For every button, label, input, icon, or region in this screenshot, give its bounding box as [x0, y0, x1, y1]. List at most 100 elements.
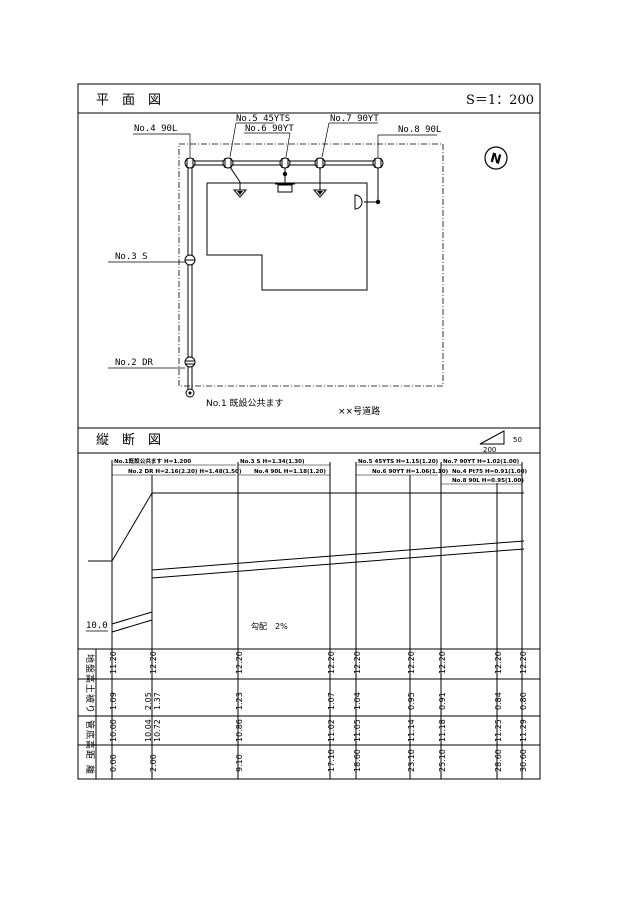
building-outline [206, 182, 368, 291]
table-cell: 11.02 [327, 719, 336, 742]
manhole-no8 [372, 157, 384, 169]
table-cell: 1.07 [327, 692, 336, 710]
table-cell: 12.20 [327, 651, 336, 674]
table-cell: 0.84 [494, 692, 503, 710]
svg-text:地盤高: 地盤高 [84, 654, 96, 684]
north-arrow-icon: N [484, 146, 508, 170]
manhole-no5 [222, 157, 234, 169]
station-lines [111, 460, 523, 779]
row-cover-values: 1.09 2.05 1.37 1.23 1.07 1.04 0.95 0.91 … [109, 692, 528, 710]
table-cell: 10.86 [235, 719, 244, 742]
junction-dot [282, 171, 288, 177]
slope-run: 200 [483, 446, 496, 454]
table-cell: 11.18 [438, 719, 447, 742]
table-cell: 12.20 [407, 651, 416, 674]
label-no5: No.5 45YTS [236, 114, 290, 124]
profile-drawing: 10.0 勾配 2% No.1既設公共ます H=1.200 No.2 DR H=… [86, 457, 528, 779]
table-cell: 2.05 [144, 692, 153, 710]
table-cell: 10.00 [109, 719, 118, 742]
profile-table [78, 648, 540, 779]
pipe-low-top [111, 611, 153, 625]
table-cell: 0.91 [438, 692, 447, 710]
manhole-no4 [184, 157, 196, 169]
plan-scale: S＝1：200 [466, 93, 534, 108]
sink-icon [354, 194, 363, 210]
table-cell: 1.04 [353, 692, 362, 710]
table-cell: 1.37 [153, 692, 162, 710]
label-no4: No.4 90L [134, 124, 177, 134]
table-cell: 11.25 [494, 719, 503, 742]
label-no6: No.6 90YT [245, 124, 294, 134]
table-cell: 18.60 [353, 749, 362, 772]
table-cell: 17.10 [327, 749, 336, 772]
table-cell: 1.23 [235, 692, 244, 710]
label-road: ××号道路 [338, 405, 380, 417]
fit-label-a1: No.1既設公共ます H=1.200 [114, 457, 191, 465]
table-cell: 10.04 [144, 719, 153, 742]
site-boundary [178, 143, 444, 387]
table-cell: 12.20 [519, 651, 528, 674]
row-ground-values: 11.20 12.20 12.20 12.20 12.20 12.20 12.2… [109, 651, 528, 674]
fit-label-d2: No.4 Pt75 H=0.91(1.00) [452, 469, 528, 475]
profile-title: 縦 断 図 [96, 433, 161, 448]
floor-drain-icon [232, 189, 248, 198]
table-cell: 11.14 [407, 719, 416, 742]
table-cell: 12.20 [494, 651, 503, 674]
junction-dot-2 [375, 199, 381, 205]
table-cell: 0.80 [519, 692, 528, 710]
row-distance-values: 0.00 2.00 9.10 17.10 18.60 23.10 25.10 2… [109, 749, 528, 772]
ground-line-rise [111, 492, 153, 562]
row-header-ground: 地盤高 [84, 654, 96, 684]
plan-drawing: No.4 90L No.5 45YTS No.6 90YT No.7 90YT … [108, 114, 508, 417]
row-header-distance: 距離 [84, 750, 96, 780]
svg-text:N: N [488, 151, 502, 168]
gradient-label: 勾配 2% [251, 621, 288, 631]
row-invert-values: 10.00 10.04 10.72 10.86 11.02 11.05 11.1… [109, 719, 528, 742]
manhole-no1 [185, 388, 195, 398]
label-no3: No.3 S [115, 252, 148, 262]
toilet-icon [277, 184, 293, 193]
table-cell: 25.10 [438, 749, 447, 772]
floor-drain-icon-2 [312, 189, 328, 198]
table-cell: 11.29 [519, 719, 528, 742]
manhole-no6 [279, 157, 291, 169]
pipe-bottom-line [151, 548, 525, 579]
table-cell: 12.20 [149, 651, 158, 674]
table-cell: 11.20 [109, 651, 118, 674]
table-cell: 11.05 [353, 719, 362, 742]
svg-text:管底高: 管底高 [84, 720, 96, 750]
label-no1: No.1 既設公共ます [206, 397, 284, 409]
label-no2: No.2 DR [115, 358, 154, 368]
table-cell: 12.20 [438, 651, 447, 674]
table-cell: 1.09 [109, 692, 118, 710]
pipe-top-line [151, 540, 525, 571]
table-cell: 12.20 [353, 651, 362, 674]
slope-rise: 50 [513, 436, 522, 444]
plan-title: 平 面 図 [96, 93, 161, 108]
row-header-invert: 管底高 [84, 720, 96, 750]
fit-label-b2: No.4 90L H=1.18(1.20) [254, 469, 326, 475]
label-no8: No.8 90L [398, 125, 441, 135]
row-header-cover: 土被り [84, 684, 96, 714]
table-cell: 2.00 [149, 754, 158, 772]
table-cell: 0.00 [109, 754, 118, 772]
fit-label-b1: No.3 S H=1.34(1.30) [240, 459, 305, 465]
label-no7: No.7 90YT [330, 114, 379, 124]
fit-label-d1: No.7 90YT H=1.02(1.00) [443, 459, 520, 465]
manhole-no7 [314, 157, 326, 169]
table-cell: 12.20 [235, 651, 244, 674]
table-cell: 9.10 [235, 754, 244, 772]
fit-label-c1: No.5 45YTS H=1.15(1.20) [358, 459, 439, 465]
slope-triangle-icon [479, 430, 505, 445]
manhole-no3 [184, 254, 196, 266]
datum-label: 10.0 [86, 621, 108, 631]
fit-label-c2: No.6 90YT H=1.06(1.10) [372, 469, 449, 475]
manhole-no2 [184, 356, 196, 368]
table-cell: 28.60 [494, 749, 503, 772]
table-cell: 23.10 [407, 749, 416, 772]
fit-label-d3: No.8 90L H=0.95(1.00) [452, 478, 524, 484]
table-cell: 0.95 [407, 692, 416, 710]
svg-text:土被り: 土被り [84, 684, 96, 714]
pipe-low-bottom [111, 619, 153, 633]
